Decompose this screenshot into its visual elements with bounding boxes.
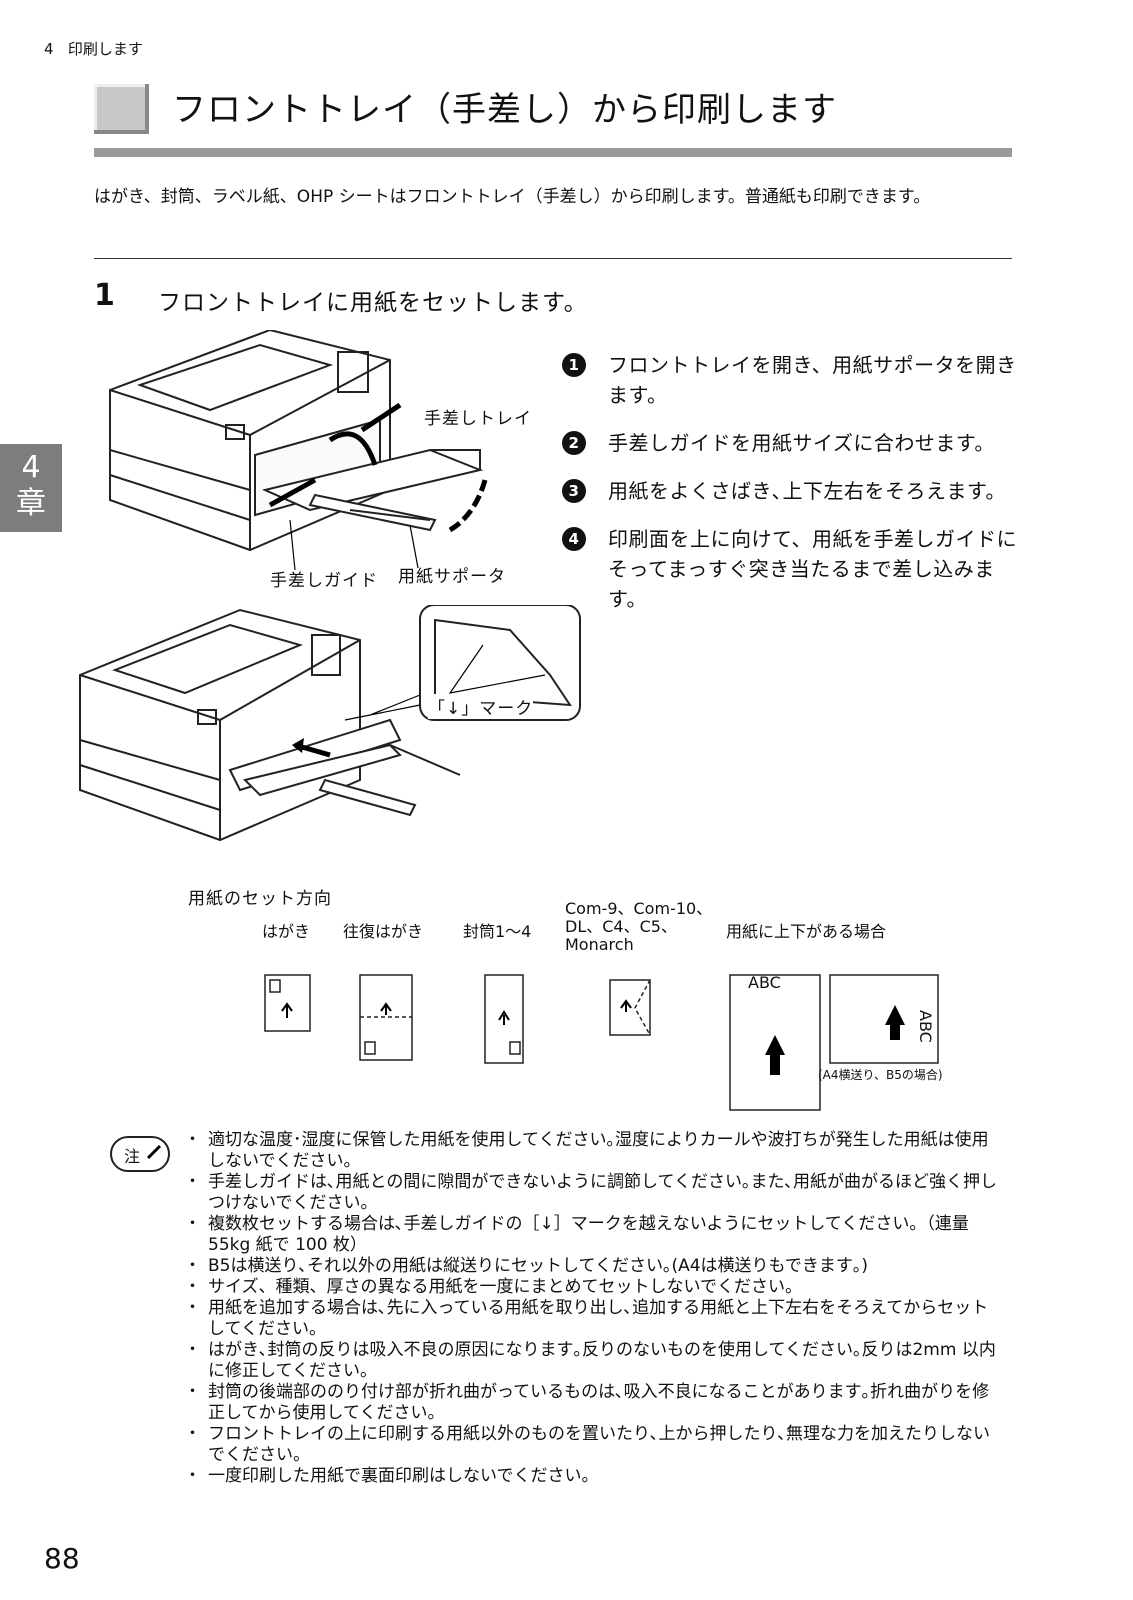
label-com-line2: DL、C4、C5、 — [565, 917, 677, 936]
sub-step-3-text: 用紙をよくさばき､上下左右をそろえます。 — [608, 479, 1006, 503]
label-futo: 封筒1～4 — [463, 922, 532, 941]
label-manual-tray: 手差しトレイ — [424, 409, 532, 429]
sub-step-1-marker: 1 — [562, 353, 586, 377]
page-title: フロントトレイ（手差し）から印刷します — [172, 90, 837, 130]
note-item: サイズ、種類、厚さの異なる用紙を一度にまとめてセットしないでください。 — [184, 1277, 1004, 1298]
printer-illustration-open-tray — [109, 330, 488, 571]
running-header: 4 印刷します — [44, 38, 143, 59]
sub-step-4-marker: 4 — [562, 527, 586, 551]
note-badge-label: 注 — [124, 1147, 141, 1166]
chapter-tab-number: 4 — [21, 450, 41, 485]
note-item: 適切な温度･湿度に保管した用紙を使用してください｡湿度によりカールや波打ちが発生… — [184, 1130, 1004, 1172]
label-hagaki: はがき — [262, 922, 311, 941]
label-up-down: 用紙に上下がある場合 — [726, 922, 887, 941]
intro-text: はがき、封筒、ラベル紙、OHP シートはフロントトレイ（手差し）から印刷します。… — [94, 187, 931, 207]
chapter-tab-label: 章 — [16, 486, 46, 521]
a4-note: (A4横送り、B5の場合) — [818, 1068, 943, 1082]
label-paper-supporter: 用紙サポータ — [398, 567, 506, 587]
header-chapter: 4 — [44, 40, 54, 58]
notes-list: 適切な温度･湿度に保管した用紙を使用してください｡湿度によりカールや波打ちが発生… — [184, 1130, 1004, 1487]
chapter-tab: 4 章 — [0, 444, 62, 532]
label-com-line3: Monarch — [565, 935, 634, 954]
note-item: 封筒の後端部ののり付け部が折れ曲がっているものは､吸入不良になることがあります｡… — [184, 1382, 1004, 1424]
direction-heading: 用紙のセット方向 — [188, 889, 332, 909]
label-com-envelopes: Com-9、Com-10、 DL、C4、C5、 Monarch — [565, 900, 712, 954]
label-com-line1: Com-9、Com-10、 — [565, 899, 713, 918]
sub-step-2: 2 手差しガイドを用紙サイズに合わせます。 — [562, 428, 1022, 458]
sub-step-2-marker: 2 — [562, 431, 586, 455]
sub-step-1-text: フロントトレイを開き、用紙サポータを開きます。 — [608, 353, 1017, 407]
section-rule — [94, 258, 1012, 259]
label-manual-guide: 手差しガイド — [270, 571, 378, 591]
sub-step-3: 3 用紙をよくさばき､上下左右をそろえます。 — [562, 476, 1022, 506]
title-marker — [94, 84, 149, 134]
sub-step-4: 4 印刷面を上に向けて、用紙を手差しガイドにそってまっすぐ突き当たるまで差し込み… — [562, 524, 1022, 614]
note-item: 複数枚セットする場合は､手差しガイドの［↓］マークを越えないようにセットしてくだ… — [184, 1214, 1004, 1256]
note-item: 用紙を追加する場合は､先に入っている用紙を取り出し､追加する用紙と上下左右をそろ… — [184, 1298, 1004, 1340]
step-title: フロントトレイに用紙をセットします。 — [158, 290, 588, 316]
step-number: 1 — [94, 278, 115, 313]
sub-step-1: 1 フロントトレイを開き、用紙サポータを開きます。 — [562, 350, 1022, 410]
sub-step-4-text: 印刷面を上に向けて、用紙を手差しガイドにそってまっすぐ突き当たるまで差し込みます… — [608, 527, 1017, 611]
note-item: B5は横送り､それ以外の用紙は縦送りにセットしてください｡(A4は横送りもできま… — [184, 1256, 1004, 1277]
title-rule — [94, 148, 1012, 157]
label-arrow-mark: 「↓」マーク — [428, 694, 534, 719]
note-item: 手差しガイドは､用紙との間に隙間ができないように調節してください｡また､用紙が曲… — [184, 1172, 1004, 1214]
paper-direction-diagrams — [264, 974, 939, 1111]
abc-top-label: ABC — [748, 973, 781, 992]
sub-step-3-marker: 3 — [562, 479, 586, 503]
sub-step-2-text: 手差しガイドを用紙サイズに合わせます。 — [608, 431, 995, 455]
note-item: 一度印刷した用紙で裏面印刷はしないでください。 — [184, 1466, 1004, 1487]
note-badge — [110, 1136, 170, 1172]
page-number: 88 — [44, 1542, 80, 1575]
note-item: はがき､封筒の反りは吸入不良の原因になります｡反りのないものを使用してください｡… — [184, 1340, 1004, 1382]
printer-illustration-paper-loaded — [79, 605, 581, 842]
header-section: 印刷します — [67, 40, 143, 58]
label-ofuku-hagaki: 往復はがき — [343, 922, 424, 941]
sub-steps-list: 1 フロントトレイを開き、用紙サポータを開きます。 2 手差しガイドを用紙サイズ… — [562, 350, 1022, 632]
abc-side-label: ABC — [916, 1010, 935, 1043]
note-item: フロントトレイの上に印刷する用紙以外のものを置いたり､上から押したり､無理な力を… — [184, 1424, 1004, 1466]
